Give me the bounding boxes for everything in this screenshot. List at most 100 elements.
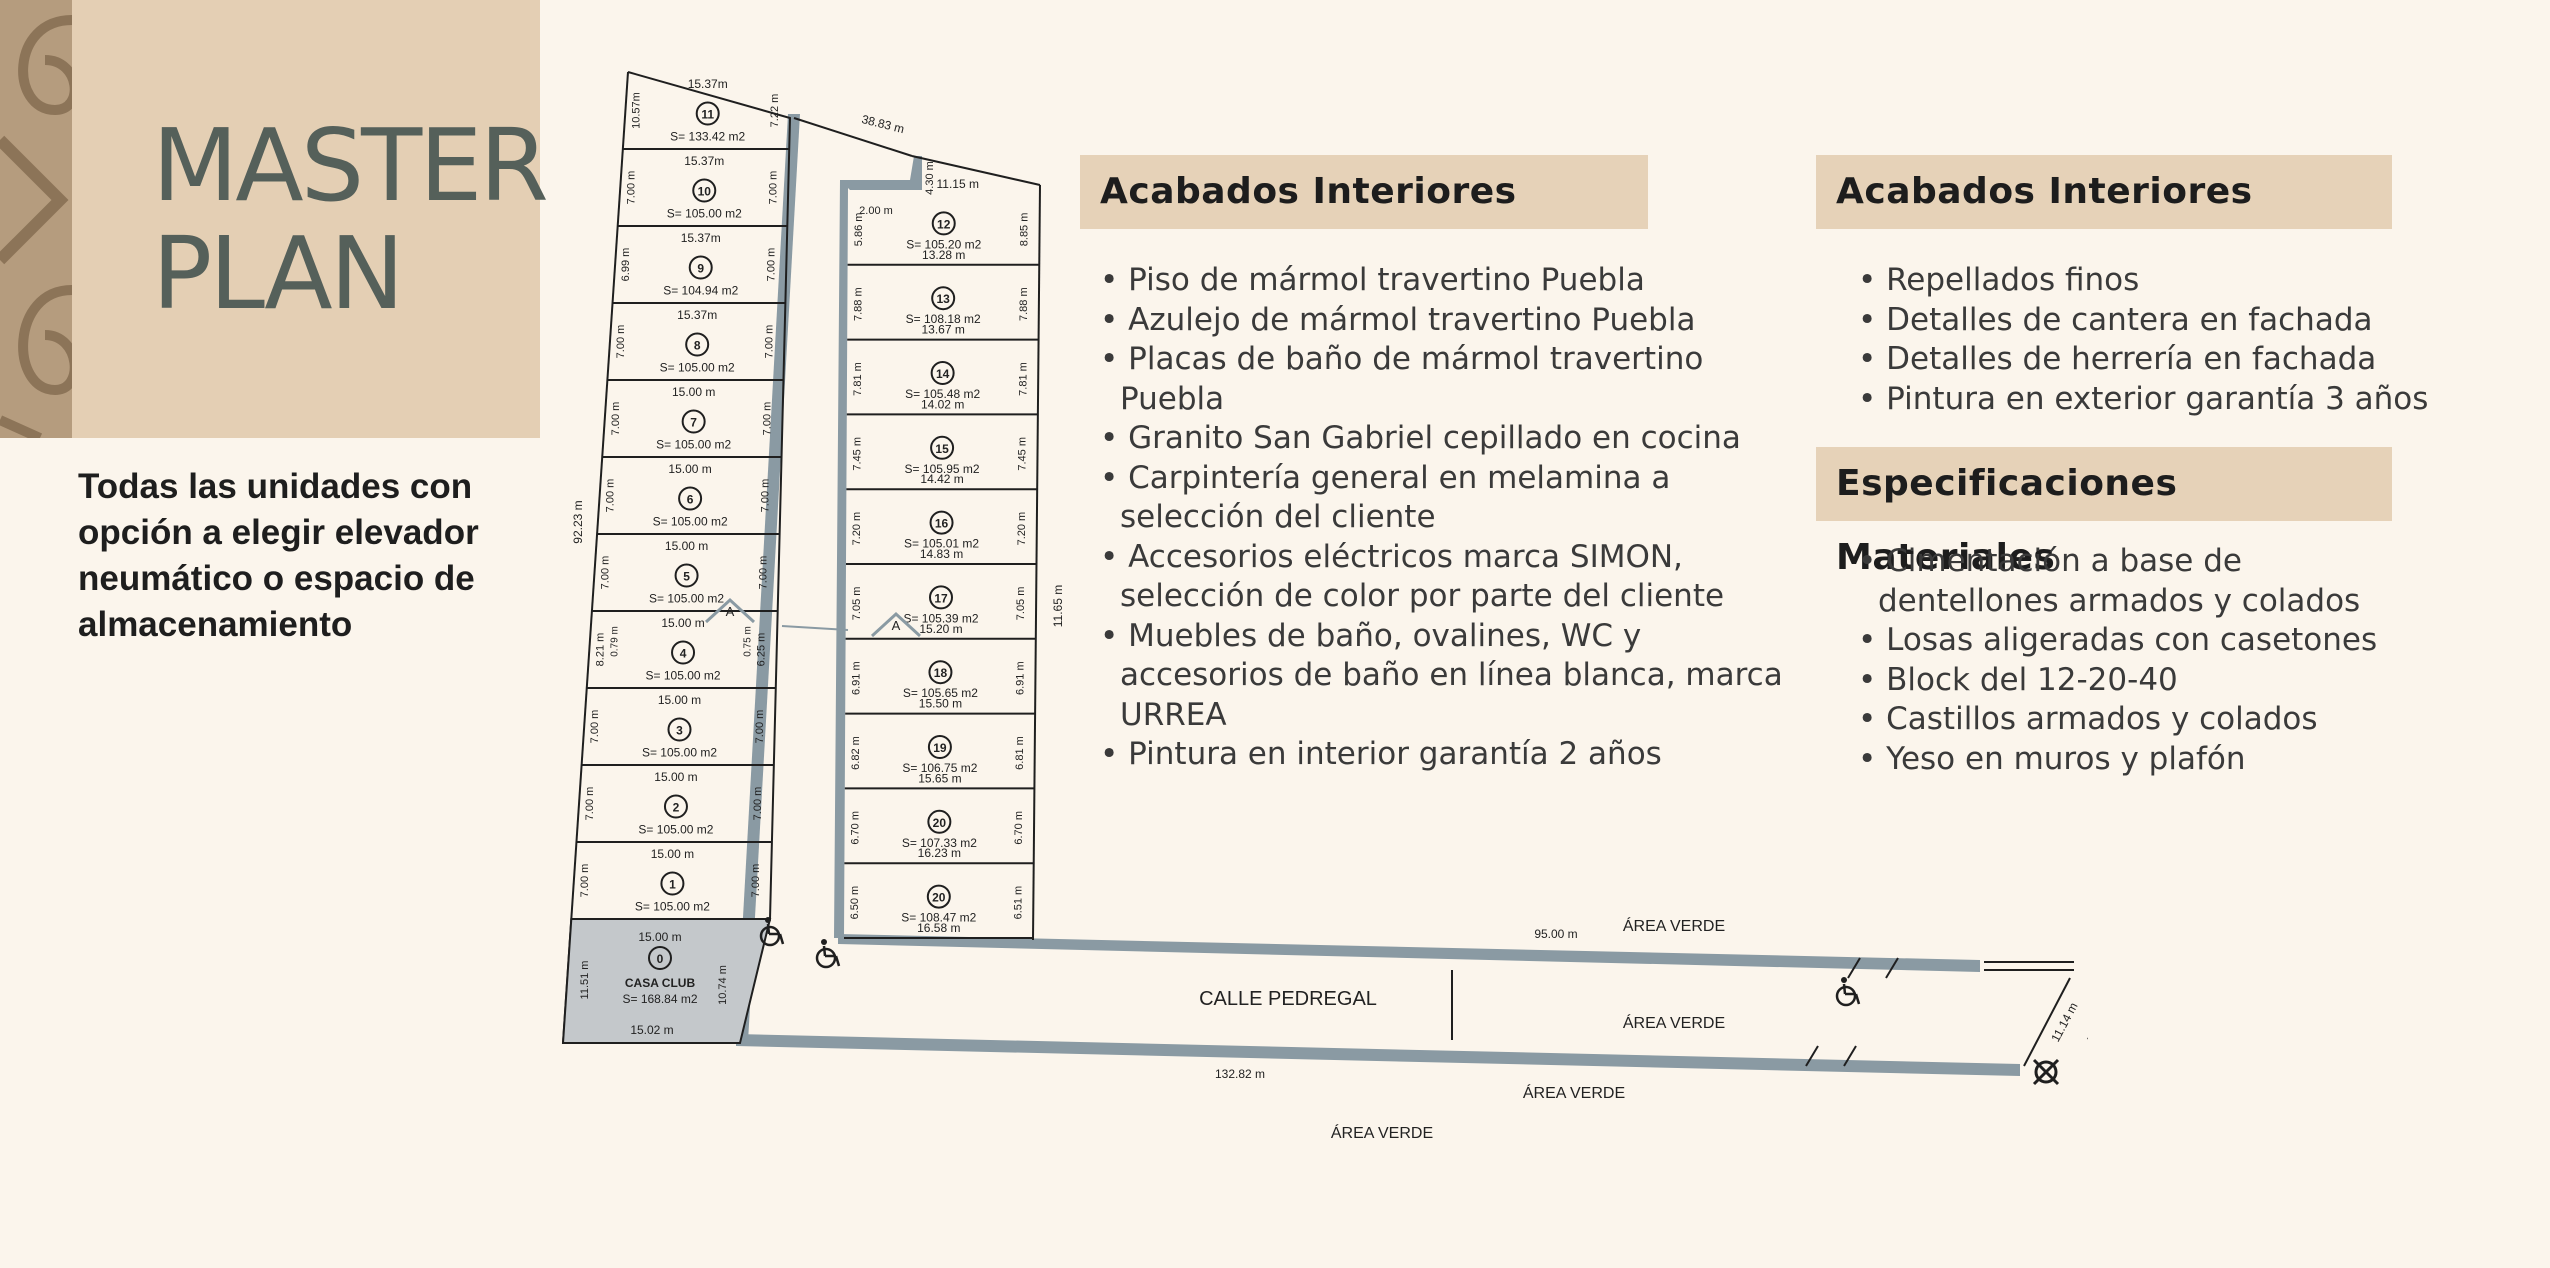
- right-lot-marker: [928, 660, 953, 685]
- right-lot-marker: [930, 435, 955, 460]
- left-lot-area: S= 105.00 m2: [635, 900, 710, 914]
- right-lot-right-side: 6.91 m: [1014, 661, 1026, 695]
- left-lot-area: S= 105.00 m2: [667, 207, 742, 221]
- section-a-left-label: A: [726, 604, 735, 619]
- left-lot-right-side: 7.00 m: [752, 787, 764, 821]
- gate-mark-1: [1847, 957, 1861, 979]
- right-lot-area: S= 105.39 m2: [903, 611, 978, 625]
- right-lot-right-side: 7.45 m: [1017, 437, 1029, 471]
- left-lot-left-side: 7.00 m: [610, 402, 622, 436]
- right-lot-left-side: 7.88 m: [852, 287, 864, 321]
- right-lot-area: S= 105.65 m2: [903, 686, 978, 700]
- left-lot-width: 15.37m: [684, 154, 724, 168]
- right-lot-left-side: 7.20 m: [851, 512, 863, 546]
- right-lot-number: 20: [933, 816, 947, 830]
- left-lot-area: S= 105.00 m2: [642, 746, 717, 760]
- right-lot-left-side: 7.81 m: [852, 362, 864, 396]
- left-lot-area: S= 105.00 m2: [638, 823, 713, 837]
- left-lot-width: 15.37m: [677, 308, 717, 322]
- right-lot-number: 15: [935, 442, 949, 456]
- accessibility-icon-3-head: [1841, 977, 1847, 983]
- left-lot-left-side: 7.00 m: [589, 710, 601, 744]
- left-lot-number: 9: [697, 262, 704, 276]
- right-lot-right-side: 6.70 m: [1013, 811, 1025, 845]
- left-lot-marker: [660, 871, 685, 896]
- exterior-item-3: Detalles de herrería en fachada: [1858, 340, 2458, 380]
- interior-item-8: Pintura en interior garantía 2 años: [1100, 735, 1800, 775]
- right-lot-marker: [927, 735, 952, 759]
- left-lot-number: 8: [694, 339, 701, 353]
- left-lot-right-extra: 0.75 m: [743, 626, 754, 657]
- gate-mark-4: [1843, 1045, 1857, 1067]
- green-area-lower: ÁREA VERDE: [1523, 1083, 1625, 1102]
- left-lot-marker: [663, 794, 688, 819]
- left-lot-width: 15.00 m: [672, 385, 715, 399]
- left-lot-right-side: 7.00 m: [760, 479, 772, 513]
- left-lot-width: 15.37m: [688, 77, 728, 91]
- left-lot-right-side: 7.00 m: [765, 248, 777, 282]
- green-area-middle: ÁREA VERDE: [1623, 1013, 1725, 1032]
- accessibility-icon-3-body: [1842, 983, 1847, 995]
- accessibility-icon-1-body: [766, 923, 771, 935]
- left-lot-right-side: 7.00 m: [750, 864, 762, 898]
- left-lot-marker: [681, 409, 706, 434]
- left-lot-number: 6: [687, 493, 694, 507]
- interior-item-4: Granito San Gabriel cepillado en cocina: [1100, 419, 1800, 459]
- right-lot-left-side: 7.05 m: [851, 587, 863, 621]
- left-lot-left-side: 7.00 m: [615, 325, 627, 359]
- right-lot-number: 19: [933, 741, 947, 755]
- dim-right-side: 11.65 m: [1051, 585, 1065, 627]
- interior-item-6: Accesorios eléctricos marca SIMON, selec…: [1100, 538, 1800, 617]
- right-lot-marker: [931, 211, 956, 236]
- left-lot-left-extra: 0.79 m: [609, 626, 620, 657]
- right-lot-marker: [929, 510, 954, 535]
- left-lot-left-side: 7.00 m: [579, 864, 591, 898]
- right-lot-bottom: 13.67 m: [922, 323, 965, 337]
- right-lot-right-side: 7.81 m: [1017, 362, 1029, 396]
- left-lot-number: 1: [669, 878, 676, 892]
- left-lot-width: 15.00 m: [651, 847, 694, 861]
- left-lot-left-side: 7.00 m: [625, 171, 637, 205]
- dim-top: 38.83 m: [860, 112, 905, 136]
- left-lot-left-side: 7.00 m: [605, 479, 617, 513]
- right-lot-right-side: 8.85 m: [1019, 213, 1031, 247]
- left-lot-marker: [674, 563, 699, 588]
- left-lot-width: 15.37m: [681, 231, 721, 245]
- hero-panel: MASTER PLAN: [0, 0, 549, 438]
- right-lot-left-side: 6.70 m: [850, 811, 862, 845]
- exterior-item-2: Detalles de cantera en fachada: [1858, 301, 2458, 341]
- materials-item-2: Losas aligeradas con casetones: [1858, 621, 2418, 661]
- left-lot-left-side: 7.00 m: [584, 787, 596, 821]
- interior-item-7: Muebles de baño, ovalines, WC y accesori…: [1100, 617, 1800, 736]
- interior-item-5: Carpintería general en melamina a selecc…: [1100, 459, 1800, 538]
- right-lot-number: 20: [932, 891, 946, 905]
- left-lot-width: 15.00 m: [658, 693, 701, 707]
- left-lot-area: S= 105.00 m2: [646, 669, 721, 683]
- section-line: [781, 625, 849, 631]
- green-area-bottom: ÁREA VERDE: [1331, 1123, 1433, 1142]
- right-lot-left-side: 5.86 m: [853, 213, 865, 247]
- north-marker-icon: [2034, 1060, 2058, 1084]
- club-name: CASA CLUB: [625, 976, 696, 990]
- gate-mark-3: [1805, 1045, 1819, 1067]
- left-lot-right-side: 7.00 m: [754, 710, 766, 744]
- right-lot-bottom: 16.58 m: [917, 921, 960, 935]
- accessibility-icon-1-leg: [778, 933, 785, 945]
- exterior-item-1: Repellados finos: [1858, 261, 2458, 301]
- exterior-finishes-list: Repellados finosDetalles de cantera en f…: [1858, 261, 2458, 419]
- right-lot-area: S= 107.33 m2: [902, 836, 977, 850]
- left-lot-left-side: 6.99 m: [620, 248, 632, 282]
- right-lot-right-side: 7.88 m: [1018, 287, 1030, 321]
- title-line-1: MASTER: [152, 107, 549, 224]
- club-marker: [648, 946, 672, 970]
- right-block-top: [911, 155, 1041, 186]
- right-lot-area: S= 105.95 m2: [905, 462, 980, 476]
- accessibility-icon-2-leg: [834, 955, 841, 967]
- right-block-outline: [1032, 184, 1041, 941]
- title-line-2: PLAN: [152, 215, 405, 332]
- section-a-right: [870, 611, 922, 638]
- left-block-outline: [627, 71, 792, 920]
- left-lot-right-side: 7.00 m: [761, 402, 773, 436]
- left-lot-marker: [667, 717, 692, 742]
- right-lot-marker: [931, 286, 956, 311]
